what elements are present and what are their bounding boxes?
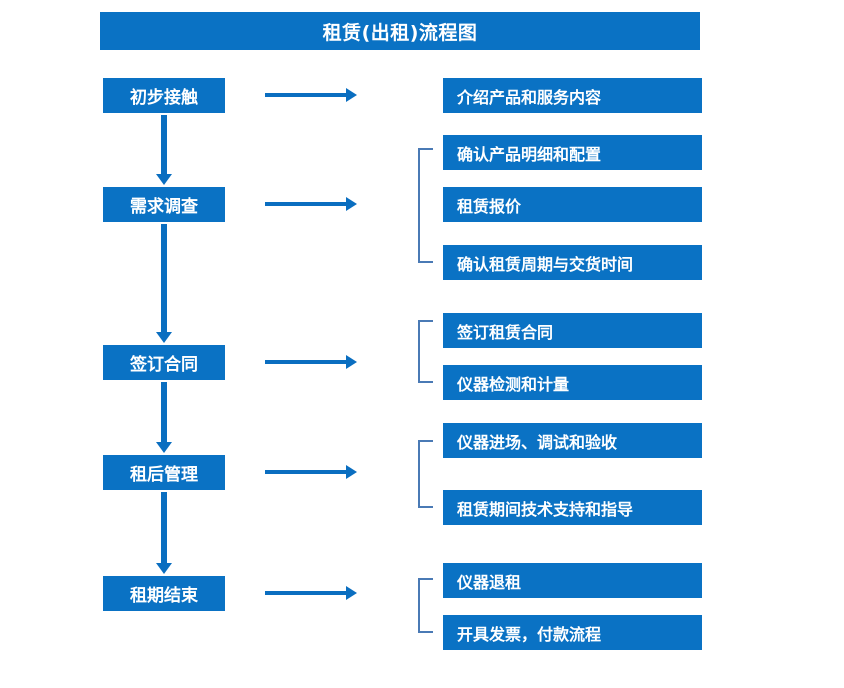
detail-box-instrument-onsite[interactable]: 仪器进场、调试和验收 bbox=[443, 423, 702, 458]
detail-box-technical-support[interactable]: 租赁期间技术支持和指导 bbox=[443, 490, 702, 525]
stage-box-demand-survey[interactable]: 需求调查 bbox=[103, 187, 225, 222]
detail-box-invoice-payment[interactable]: 开具发票，付款流程 bbox=[443, 615, 702, 650]
detail-arrow-right-5 bbox=[265, 586, 357, 600]
detail-arrow-right-2 bbox=[265, 197, 357, 211]
detail-arrow-right-3 bbox=[265, 355, 357, 369]
group-bracket-lease-end bbox=[418, 578, 433, 633]
flow-arrow-down-2 bbox=[156, 224, 172, 343]
flow-arrow-down-4 bbox=[156, 492, 172, 574]
stage-box-initial-contact[interactable]: 初步接触 bbox=[103, 78, 225, 113]
detail-box-instrument-return[interactable]: 仪器退租 bbox=[443, 563, 702, 598]
diagram-title: 租赁(出租)流程图 bbox=[100, 12, 700, 50]
flow-arrow-down-1 bbox=[156, 115, 172, 185]
detail-arrow-right-1 bbox=[265, 88, 357, 102]
detail-box-confirm-specs[interactable]: 确认产品明细和配置 bbox=[443, 135, 702, 170]
flow-arrow-down-3 bbox=[156, 382, 172, 453]
group-bracket-demand-survey bbox=[418, 148, 433, 263]
detail-box-confirm-term-delivery[interactable]: 确认租赁周期与交货时间 bbox=[443, 245, 702, 280]
detail-box-sign-lease-contract[interactable]: 签订租赁合同 bbox=[443, 313, 702, 348]
stage-box-lease-end[interactable]: 租期结束 bbox=[103, 576, 225, 611]
group-bracket-post-lease bbox=[418, 440, 433, 508]
detail-box-introduce-products[interactable]: 介绍产品和服务内容 bbox=[443, 78, 702, 113]
detail-box-instrument-inspection[interactable]: 仪器检测和计量 bbox=[443, 365, 702, 400]
detail-box-lease-quotation[interactable]: 租赁报价 bbox=[443, 187, 702, 222]
detail-arrow-right-4 bbox=[265, 465, 357, 479]
stage-box-post-lease-management[interactable]: 租后管理 bbox=[103, 455, 225, 490]
group-bracket-sign-contract bbox=[418, 320, 433, 383]
stage-box-sign-contract[interactable]: 签订合同 bbox=[103, 345, 225, 380]
